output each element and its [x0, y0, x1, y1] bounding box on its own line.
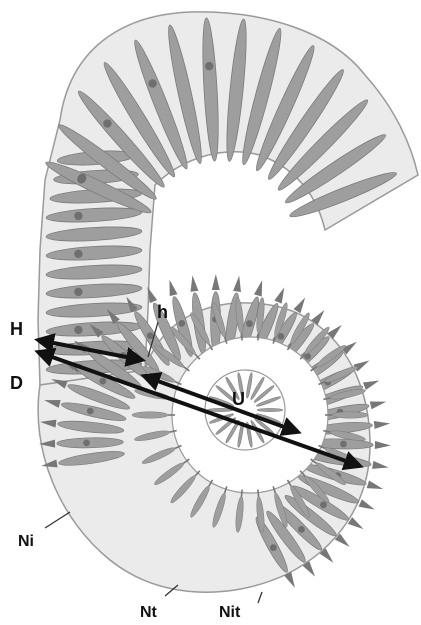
- hook-pore-dot: [74, 288, 82, 296]
- label-Ni: Ni: [18, 533, 34, 550]
- leader-nit: [258, 592, 262, 603]
- coil-spike: [191, 275, 199, 291]
- coil-spike: [294, 297, 306, 313]
- coil-pore-dot: [99, 378, 106, 385]
- coil-pore-dot: [320, 501, 327, 508]
- coil-pore-dot: [340, 441, 347, 448]
- coil-spike: [375, 441, 391, 449]
- coil-spike: [254, 280, 262, 296]
- coil-pore-dot: [298, 526, 305, 533]
- hook-pore-dot: [205, 62, 213, 70]
- coil-spike: [274, 287, 284, 303]
- inner-segment-spine: [258, 490, 259, 497]
- hook-pore-dot: [74, 212, 82, 220]
- coil-pore-dot: [83, 439, 90, 446]
- hook-pore-dot: [77, 175, 85, 183]
- coil-spike: [363, 381, 379, 390]
- hook-pore-dot: [74, 250, 82, 258]
- coil-spike: [372, 461, 388, 469]
- label-H: H: [10, 319, 23, 339]
- coil-spike: [212, 274, 220, 290]
- label-D: D: [10, 373, 23, 393]
- label-h: h: [157, 302, 168, 322]
- inner-segment-spine: [241, 333, 242, 340]
- inner-segment-spine: [258, 333, 259, 340]
- label-Nit: Nit: [219, 604, 241, 621]
- coil-spike: [169, 280, 177, 296]
- hook-pore-dot: [148, 79, 156, 87]
- coil-spike: [374, 421, 390, 429]
- hook-pore-dot: [103, 119, 111, 127]
- inner-segment: [332, 412, 368, 418]
- inner-segment: [132, 412, 168, 418]
- coil-pore-dot: [270, 544, 277, 551]
- core-segment: [257, 408, 283, 411]
- label-Nt: Nt: [140, 604, 158, 621]
- coil-pore-dot: [178, 320, 185, 327]
- coil-spike: [367, 480, 383, 489]
- coil-spike: [348, 517, 364, 529]
- coil-spike: [370, 401, 386, 409]
- coil-spike: [359, 499, 375, 509]
- coil-pore-dot: [87, 408, 94, 415]
- label-U: U: [232, 389, 245, 409]
- hook-pore-dot: [74, 326, 82, 334]
- coil-pore-dot: [147, 332, 154, 339]
- coil-pore-dot: [246, 320, 253, 327]
- inner-segment-spine: [241, 490, 242, 497]
- leader-ni: [45, 512, 70, 528]
- coil-spike: [233, 276, 241, 292]
